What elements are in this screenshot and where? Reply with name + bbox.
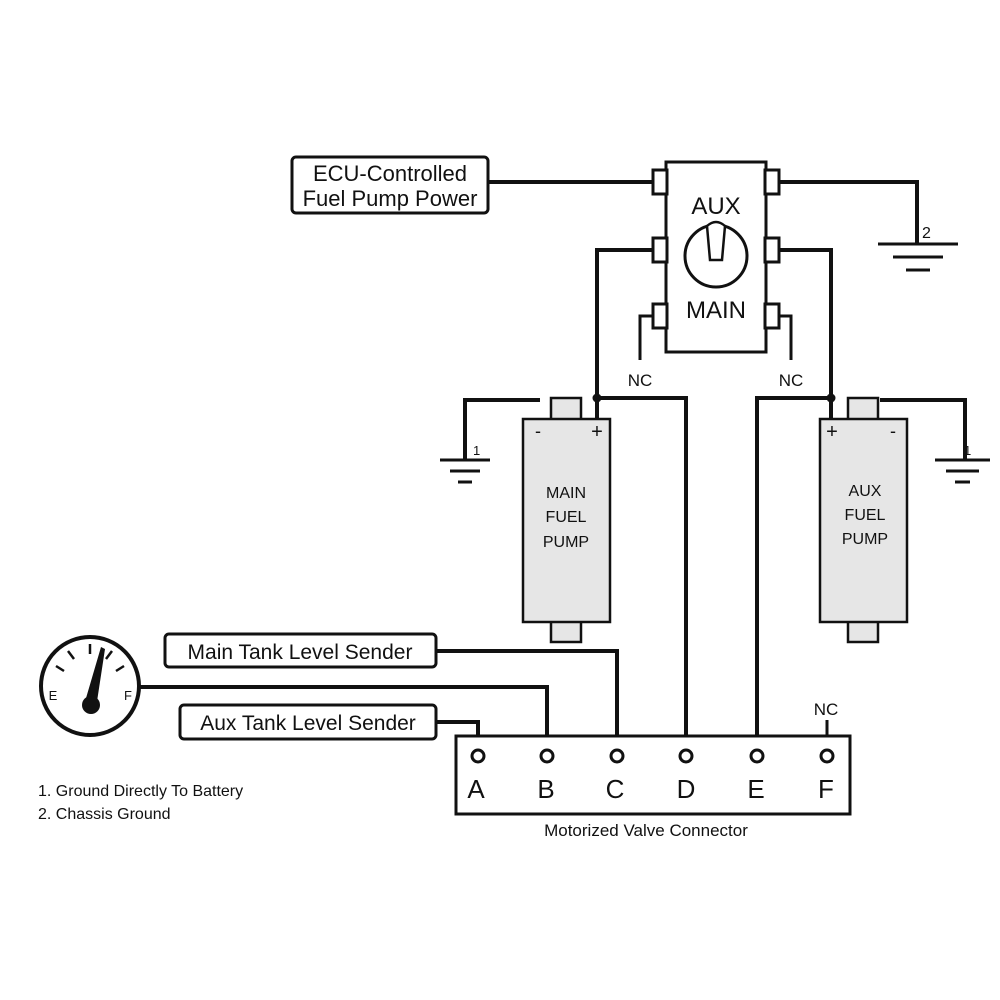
switch-terminal [651, 168, 669, 196]
switch-terminal [651, 236, 669, 264]
main-pump-body [521, 417, 612, 624]
main-sender-label: Main Tank Level Sender [188, 641, 413, 664]
junction-dot-main [592, 393, 602, 403]
motorized-valve-connector: A B C D E F [454, 734, 852, 816]
gauge-full-label: F [124, 688, 132, 703]
chassis-ground-number: 2 [922, 225, 931, 242]
aux-fuel-pump: + - AUX FUEL PUMP [818, 396, 909, 644]
wire-main-sender-to-c [436, 649, 619, 755]
main-pump-bottom-nozzle [549, 618, 583, 644]
note-ground-battery: 1. Ground Directly To Battery [38, 783, 243, 800]
main-pump-ground-number: 1 [473, 443, 480, 458]
wire-gauge-to-b [140, 685, 549, 755]
wire-nc-left [638, 314, 653, 360]
main-sender-label-box [163, 632, 438, 669]
connector-pin-a: A [467, 774, 485, 804]
gauge-empty-label: E [49, 688, 58, 703]
main-pump-label-line1: MAIN [546, 485, 586, 502]
aux-pump-bottom-nozzle [846, 618, 880, 644]
switch-terminal [651, 302, 669, 330]
connector-pin-d: D [677, 774, 696, 804]
connector-pin-e: E [747, 774, 764, 804]
wire-chassis-ground [778, 180, 919, 244]
gauge-hub [82, 696, 100, 714]
aux-pump-body [818, 417, 909, 624]
wire-aux-pump-to-e [755, 396, 831, 755]
wire-nc-right [778, 314, 793, 360]
note-chassis-ground: 2. Chassis Ground [38, 806, 171, 823]
main-pump-positive: + [591, 421, 603, 443]
aux-pump-label-line2: FUEL [845, 507, 886, 524]
wire-switch-to-aux-pump [778, 248, 833, 419]
connector-title: Motorized Valve Connector [544, 821, 748, 840]
aux-pump-negative: - [890, 421, 896, 441]
aux-pump-top-nozzle [846, 396, 880, 422]
aux-sender-label: Aux Tank Level Sender [200, 712, 416, 735]
aux-pump-ground-icon [935, 458, 990, 484]
switch-main-label: MAIN [686, 297, 746, 324]
aux-pump-positive: + [826, 421, 838, 443]
connector-pin-terminals [470, 748, 835, 764]
switch-terminal [763, 236, 781, 264]
main-pump-label-line3: PUMP [543, 534, 589, 551]
aux-pump-label-line1: AUX [849, 483, 882, 500]
main-pump-ground-icon [440, 458, 490, 484]
aux-pump-label-line3: PUMP [842, 531, 888, 548]
connector-pin-f: F [818, 774, 834, 804]
switch-aux-label: AUX [691, 193, 740, 220]
switch-terminal [763, 168, 781, 196]
junction-dot-aux [826, 393, 836, 403]
selector-switch: AUX MAIN [651, 160, 781, 354]
nc-left-label: NC [628, 371, 653, 390]
chassis-ground-icon [878, 242, 958, 272]
switch-terminal [763, 302, 781, 330]
fuel-gauge-ticks [55, 644, 125, 673]
connector-pin-c: C [606, 774, 625, 804]
main-pump-negative: - [535, 421, 541, 441]
connector-nc-label: NC [814, 700, 839, 719]
connector-pin-b: B [537, 774, 554, 804]
connector-body [454, 734, 852, 816]
main-pump-top-nozzle [549, 396, 583, 422]
aux-sender-label-box [178, 703, 438, 741]
wire-main-pump-ground [463, 398, 540, 460]
gauge-needle-icon [84, 647, 105, 708]
ecu-label-box [290, 155, 490, 215]
wire-switch-to-main-pump [595, 248, 653, 419]
aux-pump-ground-number: 1 [964, 443, 971, 458]
nc-right-label: NC [779, 371, 804, 390]
main-pump-label-line2: FUEL [546, 509, 587, 526]
fuel-gauge: E F [39, 635, 141, 737]
wire-aux-pump-ground [880, 398, 967, 460]
toggle-lever-icon [705, 220, 727, 262]
ecu-label-line2: Fuel Pump Power [303, 186, 478, 211]
main-fuel-pump: - + MAIN FUEL PUMP [521, 396, 612, 644]
wire-main-pump-to-d [597, 396, 688, 755]
ecu-label-line1: ECU-Controlled [313, 161, 467, 186]
